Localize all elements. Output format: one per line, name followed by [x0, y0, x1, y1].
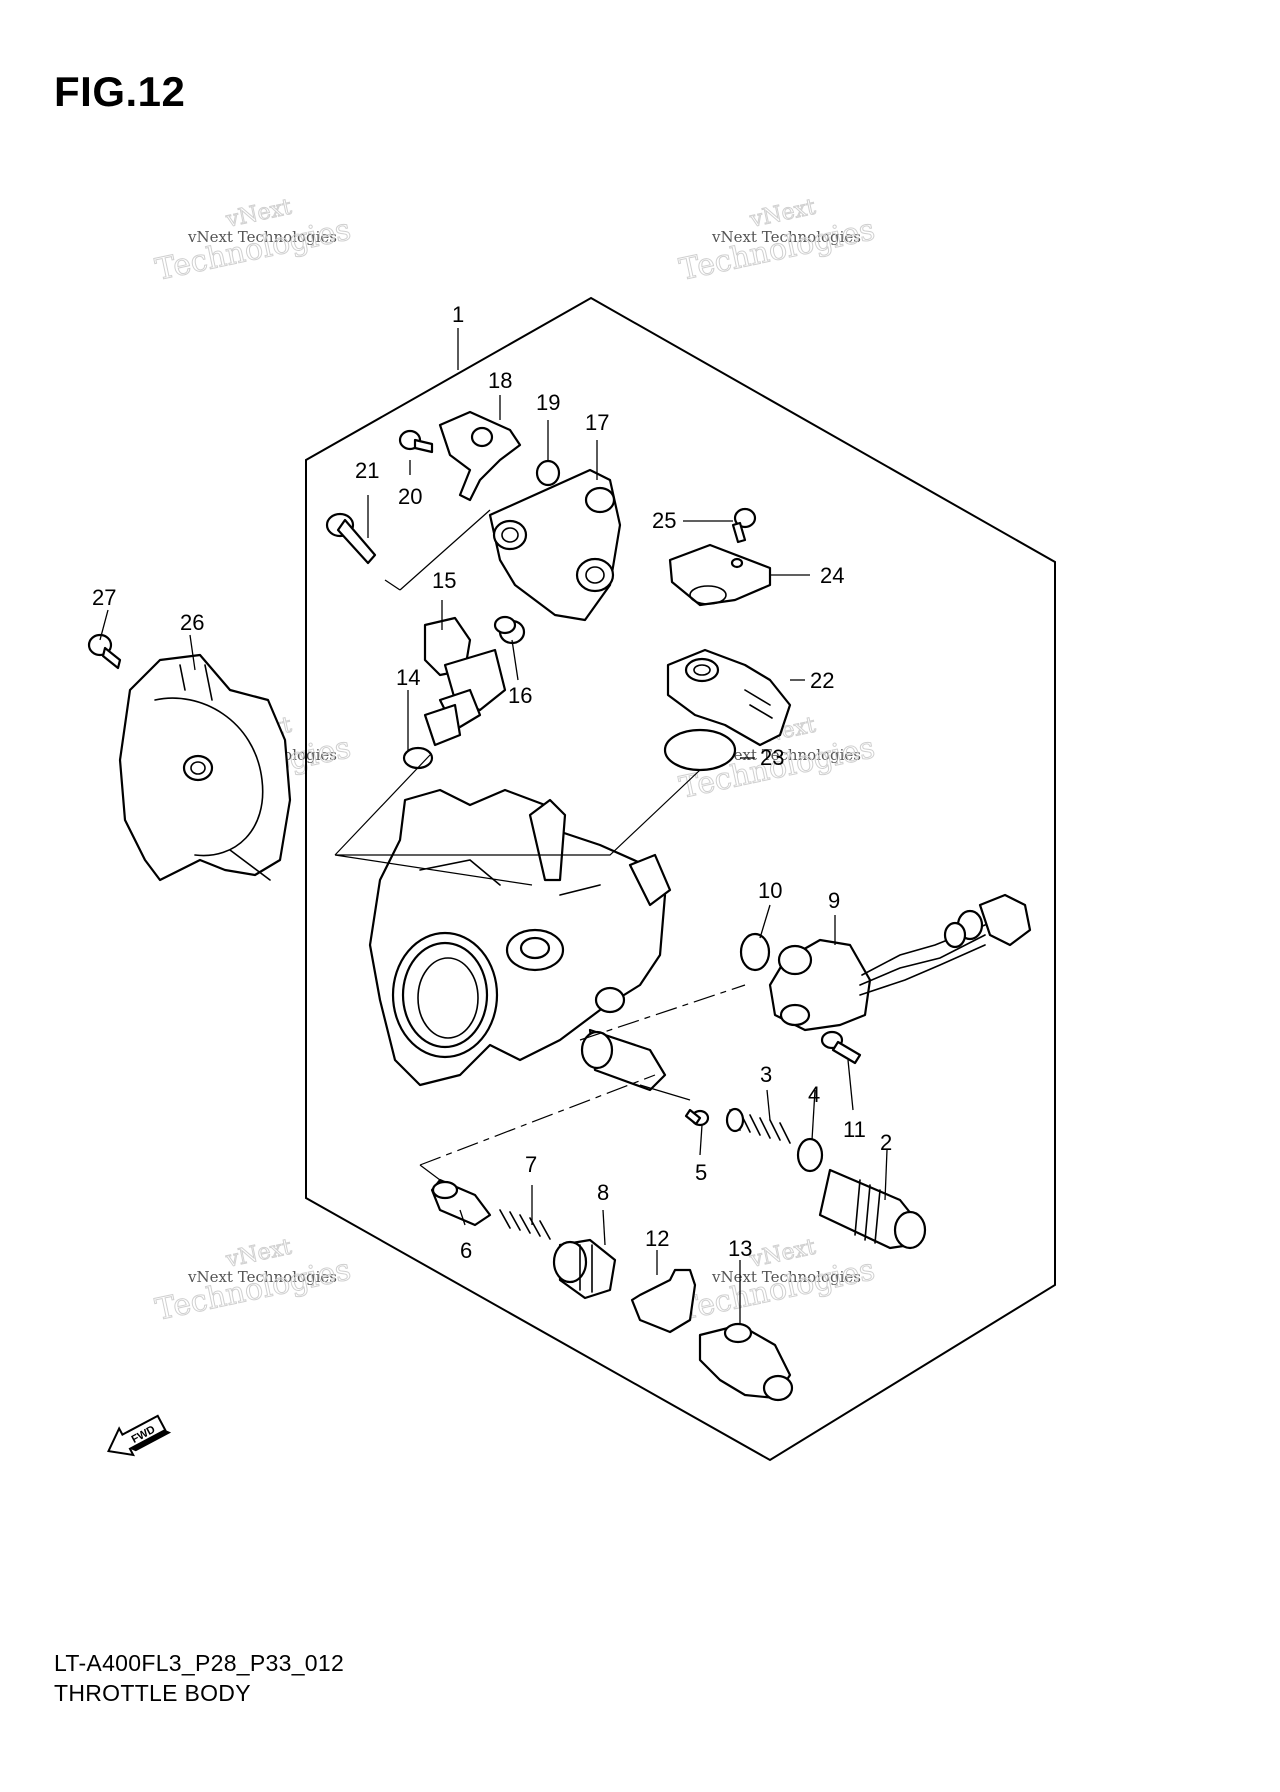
part-11-screw — [820, 1030, 862, 1065]
callout-1: 1 — [452, 302, 464, 327]
part-19-oring — [535, 459, 561, 487]
watermark: vNext vNext Technologies Technologies — [676, 194, 878, 288]
part-12-hose — [630, 1268, 697, 1334]
callout-11: 11 — [843, 1117, 866, 1142]
callout-7: 7 — [525, 1152, 537, 1177]
callout-4: 4 — [808, 1082, 820, 1107]
watermark: vNext vNext Technologies Technologies — [676, 1234, 878, 1328]
callout-10: 10 — [758, 878, 782, 903]
callout-3: 3 — [760, 1062, 772, 1087]
callout-20: 20 — [398, 484, 422, 509]
callout-21: 21 — [355, 458, 379, 483]
part-9-tps — [768, 893, 1032, 1032]
callout-22: 22 — [810, 668, 834, 693]
part-6-piston — [430, 1178, 492, 1227]
fwd-arrow-icon: FWD — [107, 1414, 172, 1457]
callout-18: 18 — [488, 368, 512, 393]
callout-14: 14 — [396, 665, 420, 690]
part-10-oring — [739, 932, 771, 972]
figure-title: FIG.12 — [54, 68, 186, 115]
callout-6: 6 — [460, 1238, 472, 1263]
callout-23: 23 — [760, 745, 784, 770]
part-15-injector — [423, 616, 526, 747]
watermark-text: vNext Technologies — [187, 1268, 337, 1286]
callout-leaders — [99, 328, 888, 1325]
part-8-valve — [552, 1238, 617, 1300]
watermark: vNext vNext Technologies Technologies — [152, 194, 354, 288]
assembly-leaders — [334, 509, 746, 1181]
diagram-code: LT-A400FL3_P28_P33_012 — [54, 1650, 345, 1676]
assembly-outline — [305, 296, 1056, 1462]
part-25-screw — [731, 507, 757, 544]
callout-labels: 1 2 3 4 5 6 7 8 9 10 11 12 13 14 15 16 1… — [92, 302, 892, 1263]
callout-9: 9 — [828, 888, 840, 913]
part-23-oring — [663, 728, 737, 772]
callout-25: 25 — [652, 508, 676, 533]
part-21-pin — [325, 512, 377, 565]
callout-26: 26 — [180, 610, 204, 635]
part-20-bolt — [398, 429, 434, 454]
part-18-bracket — [438, 410, 522, 502]
callout-27: 27 — [92, 585, 116, 610]
watermark-text: vNext Technologies — [711, 1268, 861, 1286]
watermark: vNext vNext Technologies Technologies — [152, 1234, 354, 1328]
part-5-screw — [684, 1108, 710, 1127]
part-27-screw — [87, 633, 122, 670]
part-24-plate — [668, 543, 772, 607]
part-7-spring — [499, 1209, 551, 1240]
callout-8: 8 — [597, 1180, 609, 1205]
callout-15: 15 — [432, 568, 456, 593]
diagram-name: THROTTLE BODY — [54, 1680, 251, 1706]
callout-24: 24 — [820, 563, 844, 588]
callout-12: 12 — [645, 1226, 669, 1251]
watermark-text: vNext Technologies — [711, 746, 861, 764]
part-3-spring — [725, 1107, 791, 1144]
part-16-oring — [493, 615, 517, 635]
part-22-sensor — [666, 648, 792, 747]
callout-13: 13 — [728, 1236, 752, 1261]
callout-17: 17 — [585, 410, 609, 435]
throttle-body-main — [368, 788, 672, 1092]
part-26-cover — [118, 653, 292, 882]
watermark-text: vNext Technologies — [711, 228, 861, 246]
callout-16: 16 — [508, 683, 532, 708]
callout-19: 19 — [536, 390, 560, 415]
watermark-text: vNext Technologies — [187, 228, 337, 246]
part-13-fitting — [698, 1322, 794, 1402]
part-4-oring — [796, 1137, 824, 1173]
part-17-rail — [488, 468, 622, 622]
callout-5: 5 — [695, 1160, 707, 1185]
part-2-screw — [818, 1168, 927, 1250]
callout-2: 2 — [880, 1130, 892, 1155]
